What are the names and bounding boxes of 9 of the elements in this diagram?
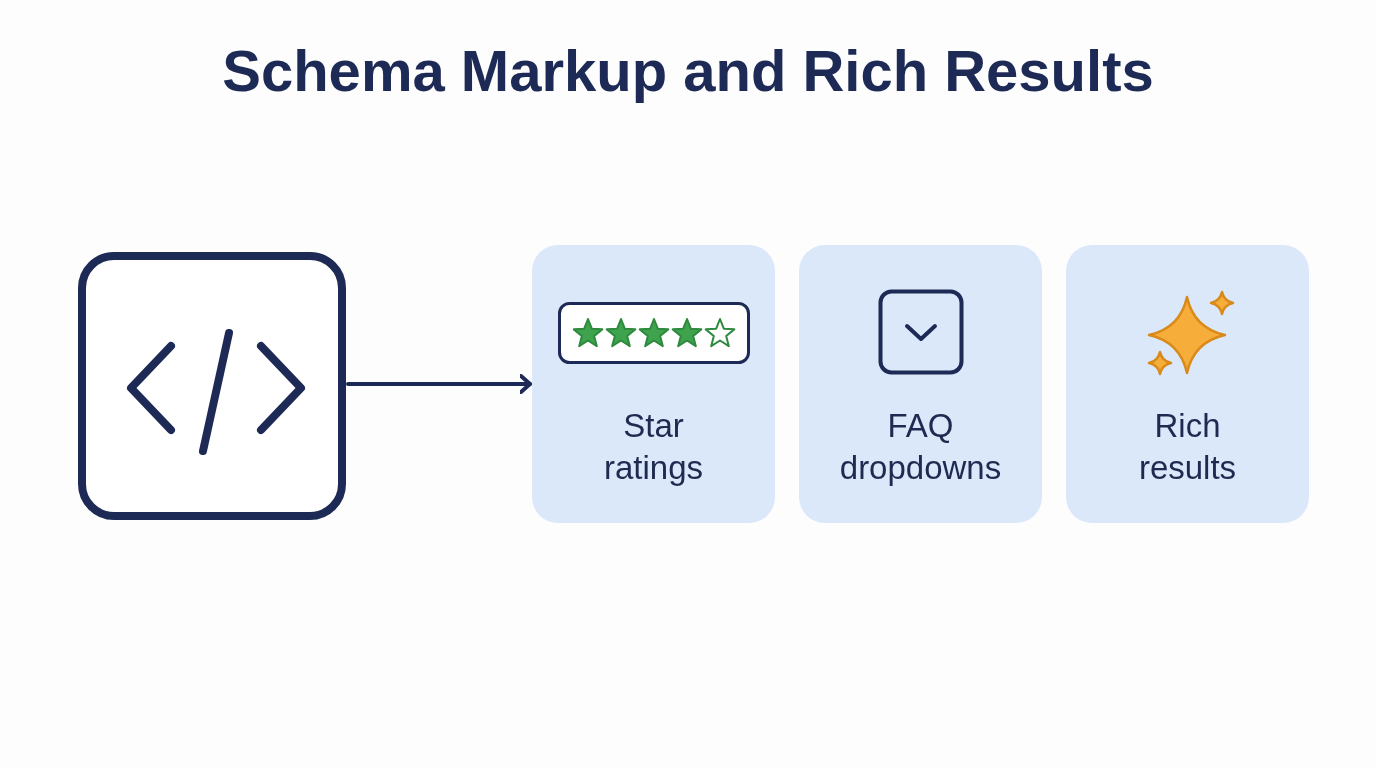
card-label: Star ratings — [603, 406, 703, 488]
card-label: FAQ dropdowns — [839, 406, 1002, 488]
card-label: Rich results — [1138, 406, 1237, 488]
feature-card — [799, 245, 1042, 523]
title: Schema Markup and Rich Results — [222, 37, 1154, 105]
feature-card — [532, 245, 775, 523]
arrow — [346, 374, 532, 394]
code-box — [78, 252, 346, 520]
feature-card — [1066, 245, 1309, 523]
